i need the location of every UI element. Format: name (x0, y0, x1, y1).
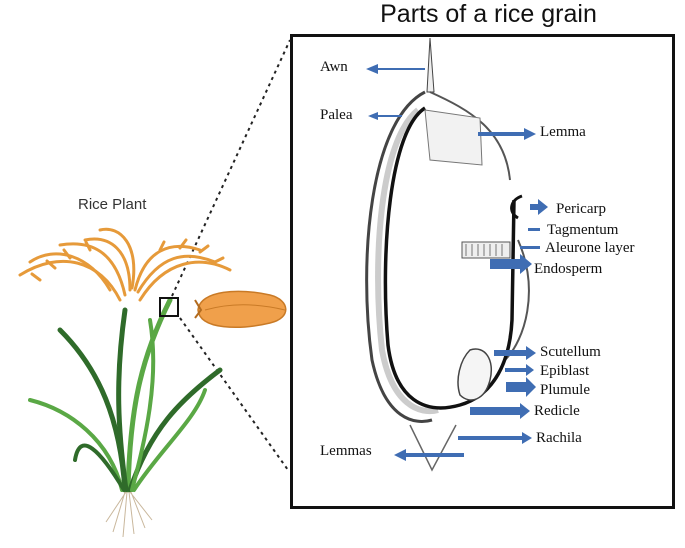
pericarp-arrow (530, 199, 548, 215)
palea-arrow (368, 112, 402, 120)
tagmentum-label: Tagmentum (547, 222, 619, 238)
awn-arrow (366, 64, 425, 74)
scutellum-label: Scutellum (540, 344, 601, 360)
epiblast-arrow (505, 364, 534, 376)
aleurone-layer-label: Aleurone layer (545, 240, 635, 256)
scutellum-arrow (494, 346, 536, 360)
label-arrows (366, 64, 548, 461)
lemma-label: Lemma (540, 124, 586, 140)
leaves (28, 297, 223, 493)
embryo (457, 348, 492, 401)
aleurone-arrow (520, 246, 540, 249)
pericarp-shape (510, 194, 523, 220)
epiblast-label: Epiblast (540, 363, 590, 379)
grain-illustration (194, 290, 287, 328)
rachila-arrow (458, 432, 532, 444)
awn-label: Awn (320, 59, 348, 75)
aleurone-block (461, 241, 511, 259)
rice-plant-label: Rice Plant (78, 196, 147, 213)
redicle-arrow (470, 403, 530, 419)
rachila-label: Rachila (536, 430, 582, 446)
rachila-shape (409, 424, 457, 472)
pericarp-label: Pericarp (556, 201, 606, 217)
zoom-line-bottom (179, 317, 289, 471)
plumule-label: Plumule (540, 382, 591, 398)
kernel-outline (383, 106, 516, 410)
diagram-title: Parts of a rice grain (380, 0, 597, 28)
plumule-arrow (506, 377, 536, 397)
lemmas-label: Lemmas (320, 443, 372, 459)
panicles (18, 227, 232, 302)
endosperm-label: Endosperm (534, 261, 603, 277)
tagmentum-arrow (528, 228, 540, 231)
rice-plant-illustration (18, 227, 287, 538)
lemmas-arrow (394, 449, 464, 461)
palea-hull (365, 90, 433, 423)
grain-detail-frame (290, 34, 675, 509)
grain-cross-section (365, 37, 530, 472)
roots (105, 491, 153, 538)
lemma-arrow (478, 128, 536, 140)
redicle-label: Redicle (534, 403, 580, 419)
palea-label: Palea (320, 107, 353, 123)
endosperm-arrow (490, 254, 532, 274)
awn-shape (426, 37, 435, 93)
lemma-hull (429, 91, 511, 181)
zoom-line-top (171, 39, 291, 297)
grain-marker-box (159, 297, 179, 317)
